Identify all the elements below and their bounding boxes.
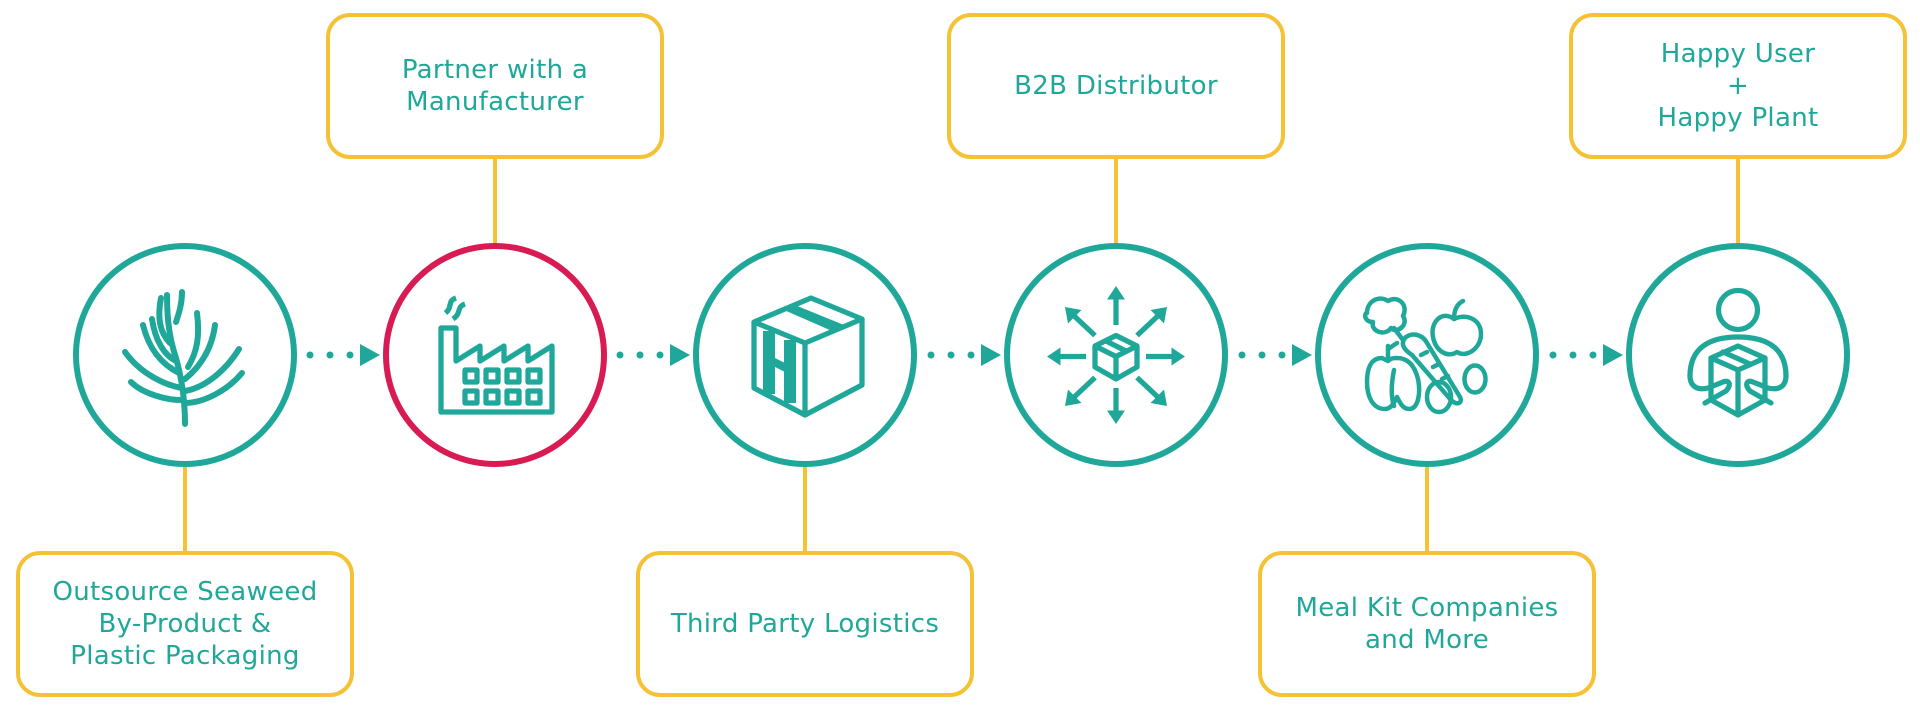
dotted-arrow-1 (306, 344, 380, 366)
user-with-box-icon (1687, 287, 1789, 418)
step-node-happy-user (1626, 243, 1850, 467)
dotted-arrow-4 (1238, 344, 1312, 366)
dotted-arrow-3 (927, 344, 1001, 366)
step-label-distributor: B2B Distributor (947, 13, 1285, 159)
step-label-meal-kit: Meal Kit Companies and More (1258, 551, 1596, 697)
seaweed-icon (122, 289, 245, 427)
step-node-logistics (693, 243, 917, 467)
step-node-meal-kit (1315, 243, 1539, 467)
factory-icon (438, 295, 555, 415)
step-node-distributor (1004, 243, 1228, 467)
dotted-arrow-2 (616, 344, 690, 366)
dotted-arrow-5 (1549, 344, 1623, 366)
step-label-happy-user: Happy User + Happy Plant (1569, 13, 1907, 159)
vegetables-icon (1362, 296, 1488, 415)
step-label-manufacturer: Partner with a Manufacturer (326, 13, 664, 159)
box-icon (751, 295, 865, 418)
distribution-icon (1047, 286, 1185, 424)
step-node-outsource (73, 243, 297, 467)
step-node-manufacturer (383, 243, 607, 467)
step-label-outsource: Outsource Seaweed By-Product & Plastic P… (16, 551, 354, 697)
step-label-logistics: Third Party Logistics (636, 551, 974, 697)
